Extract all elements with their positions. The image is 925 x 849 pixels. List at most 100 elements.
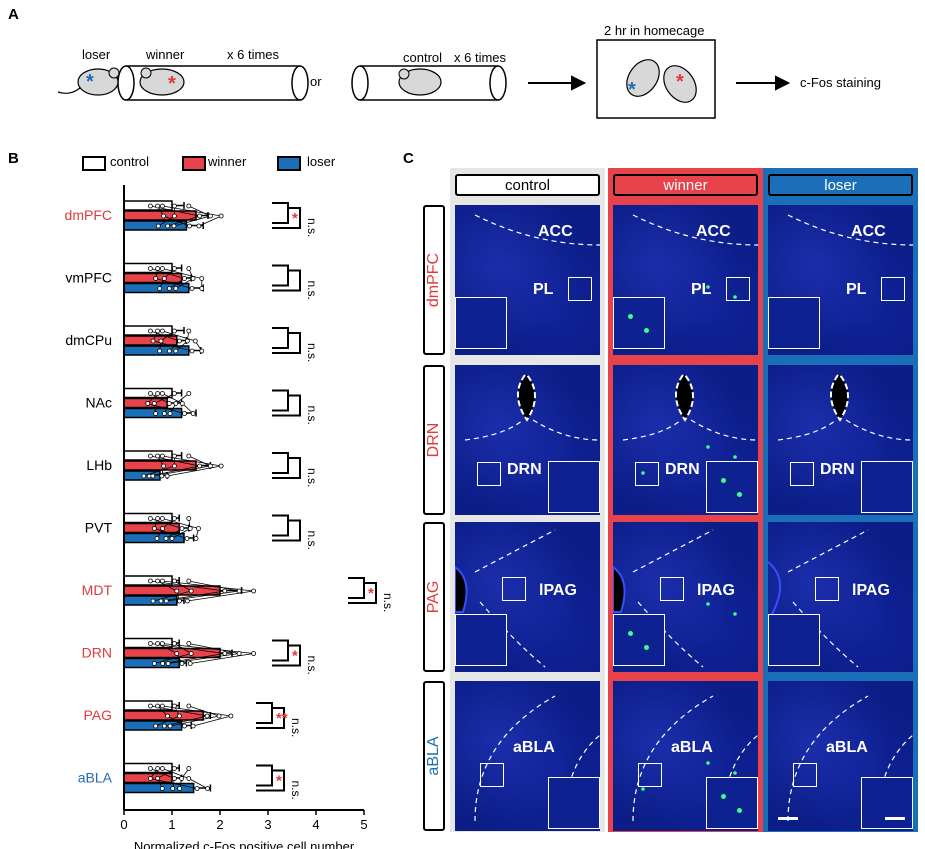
legend-label-control: control bbox=[110, 154, 150, 169]
zoom-region-box bbox=[815, 577, 839, 601]
data-point bbox=[171, 766, 177, 771]
svg-text:*: * bbox=[628, 79, 636, 101]
data-point bbox=[188, 651, 194, 656]
data-point bbox=[159, 766, 165, 771]
data-point bbox=[171, 516, 177, 521]
schematic-svg: * * * * bbox=[57, 39, 791, 119]
micrograph-loser-DRN: DRN bbox=[768, 365, 913, 515]
zoom-region-box bbox=[726, 277, 750, 301]
data-point bbox=[147, 766, 153, 771]
zoom-region-box bbox=[480, 763, 504, 787]
data-point bbox=[190, 723, 196, 729]
data-point bbox=[161, 463, 167, 469]
category-label: MDT bbox=[82, 582, 113, 598]
micrograph-overlay bbox=[613, 529, 737, 668]
data-point bbox=[184, 338, 190, 344]
significance-bracket bbox=[272, 264, 301, 292]
data-point bbox=[166, 286, 172, 291]
data-point bbox=[184, 536, 190, 541]
data-point bbox=[186, 266, 192, 271]
micrograph-overlay bbox=[455, 529, 556, 668]
significance-bracket bbox=[348, 577, 377, 604]
data-point bbox=[187, 223, 192, 229]
data-point bbox=[171, 213, 177, 219]
zoom-region-box bbox=[881, 277, 905, 301]
data-point bbox=[196, 526, 201, 531]
data-point bbox=[236, 588, 242, 594]
micrograph-overlay bbox=[622, 374, 758, 475]
significance-bracket bbox=[256, 764, 285, 792]
micrograph-loser-PAG: lPAG bbox=[768, 522, 913, 672]
data-point bbox=[228, 713, 234, 719]
row-label-text: aBLA bbox=[425, 736, 442, 776]
scale-bar bbox=[778, 817, 798, 820]
data-point bbox=[147, 641, 153, 646]
data-point bbox=[171, 578, 177, 584]
ns-label: n.s. bbox=[305, 218, 319, 237]
ns-label: n.s. bbox=[305, 531, 319, 550]
data-point bbox=[147, 578, 153, 584]
x-tick-label: 1 bbox=[168, 817, 175, 832]
data-point bbox=[171, 776, 177, 781]
data-point bbox=[190, 411, 196, 416]
row-label-text: PAG bbox=[425, 580, 442, 614]
data-point bbox=[159, 641, 165, 646]
data-point bbox=[179, 776, 185, 781]
region-label: DRN bbox=[665, 461, 700, 478]
data-point bbox=[186, 776, 192, 781]
data-point bbox=[147, 266, 153, 271]
region-label: aBLA bbox=[513, 739, 555, 756]
bar-control-MDT bbox=[123, 575, 173, 586]
data-point bbox=[236, 651, 242, 656]
zoom-inset bbox=[548, 461, 600, 513]
data-point bbox=[251, 588, 257, 594]
row-label-text: dmPFC bbox=[425, 252, 442, 308]
data-point bbox=[186, 391, 192, 396]
panel-label-b: B bbox=[8, 150, 19, 167]
significance-bracket bbox=[272, 202, 301, 229]
data-point bbox=[166, 401, 172, 406]
region-label: aBLA bbox=[826, 739, 868, 756]
data-point bbox=[177, 713, 182, 719]
x-axis-label: Normalized c-Fos positive cell number bbox=[134, 839, 355, 849]
data-point bbox=[155, 328, 161, 334]
homecage-box bbox=[596, 39, 716, 119]
data-point bbox=[150, 473, 156, 479]
data-point bbox=[141, 473, 147, 479]
data-point bbox=[170, 786, 176, 791]
data-point bbox=[173, 401, 179, 406]
data-point bbox=[177, 786, 183, 791]
data-point bbox=[174, 651, 180, 656]
region-label: lPAG bbox=[539, 582, 577, 599]
data-point bbox=[186, 328, 192, 334]
data-point bbox=[159, 786, 165, 791]
zoom-region-box bbox=[502, 577, 526, 601]
zoom-inset bbox=[768, 614, 820, 666]
legend: control winner loser bbox=[82, 154, 382, 171]
legend-swatch-winner bbox=[182, 156, 206, 171]
category-label: aBLA bbox=[78, 770, 113, 786]
category-label: PVT bbox=[85, 520, 113, 536]
data-point bbox=[197, 213, 203, 219]
bar-winner-dmPFC bbox=[123, 210, 197, 221]
row-label-dmPFC: dmPFC bbox=[423, 205, 445, 355]
data-point bbox=[218, 463, 224, 469]
category-label: PAG bbox=[83, 707, 112, 723]
column-header-winner: winner bbox=[613, 174, 758, 196]
bar-control-DRN bbox=[123, 637, 173, 649]
data-point bbox=[155, 516, 161, 521]
data-point bbox=[164, 473, 170, 479]
data-point bbox=[155, 453, 161, 459]
bar-chart: dmPFCn.s.*vmPFCn.s.dmCPun.s.NAcn.s.LHbn.… bbox=[65, 185, 395, 849]
significance-star: * bbox=[292, 648, 298, 665]
data-point bbox=[155, 203, 161, 209]
significance-star: ** bbox=[276, 710, 288, 727]
times-label-2: x 6 times bbox=[454, 50, 507, 65]
ns-label: n.s. bbox=[381, 593, 395, 612]
bar-control-aBLA bbox=[123, 762, 173, 774]
zoom-inset bbox=[613, 297, 665, 349]
significance-bracket bbox=[272, 452, 301, 479]
or-label: or bbox=[310, 74, 322, 89]
data-point bbox=[159, 578, 165, 584]
